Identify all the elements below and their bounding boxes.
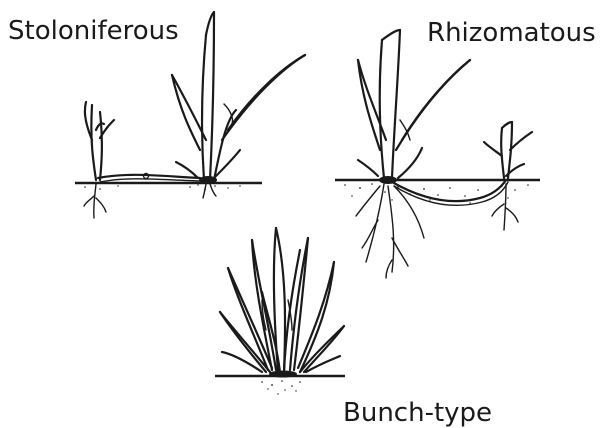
bunch-tuft [220, 228, 344, 378]
rhizome-parent-plant [356, 30, 470, 278]
bunch-soil [261, 380, 301, 394]
rhizome-underground-stem [392, 180, 506, 201]
rhizomatous-illustration [335, 30, 540, 278]
stoloniferous-illustration [75, 12, 305, 218]
stolon-daughter-plant [84, 102, 114, 218]
rhizome-daughter-plant [484, 122, 532, 230]
stolon-parent-plant [172, 12, 305, 198]
bunch-type-illustration [215, 228, 345, 395]
stoloniferous-soil [84, 184, 241, 190]
